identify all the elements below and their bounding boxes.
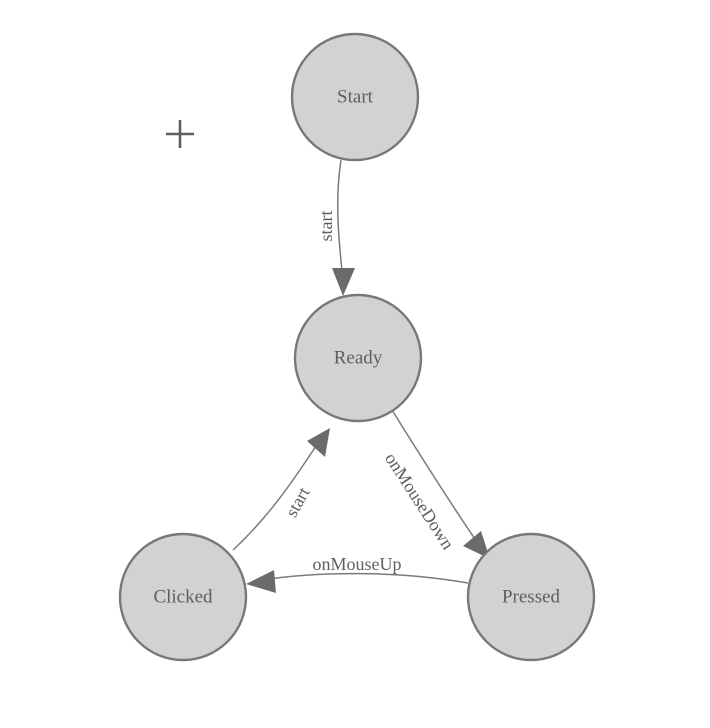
- node-pressed[interactable]: Pressed: [466, 532, 596, 662]
- node-circle-start[interactable]: [290, 32, 420, 162]
- node-label-ready: Ready: [334, 347, 383, 368]
- edge-start-to-ready[interactable]: [332, 159, 355, 296]
- arrowhead-start-to-ready: [332, 268, 355, 296]
- edge-label-ready-to-pressed: onMouseDown: [381, 449, 458, 553]
- edge-ready-to-pressed[interactable]: [391, 409, 490, 559]
- node-circle-clicked[interactable]: [118, 532, 248, 662]
- edge-label-start-to-ready: start: [316, 211, 336, 242]
- node-label-clicked: Clicked: [153, 586, 213, 607]
- edge-path-ready-to-pressed[interactable]: [391, 409, 480, 546]
- node-start[interactable]: Start: [290, 32, 420, 162]
- arrowhead-pressed-to-clicked: [246, 570, 276, 593]
- edge-pressed-to-clicked[interactable]: [246, 570, 469, 593]
- node-circle-ready[interactable]: [293, 293, 423, 423]
- crosshair-icon[interactable]: [166, 120, 194, 148]
- edge-path-pressed-to-clicked[interactable]: [261, 572, 469, 584]
- node-clicked[interactable]: Clicked: [118, 532, 248, 662]
- arrowhead-ready-to-pressed: [463, 531, 490, 559]
- edge-path-start-to-ready[interactable]: [336, 159, 344, 282]
- node-ready[interactable]: Ready: [293, 293, 423, 423]
- node-circle-pressed[interactable]: [466, 532, 596, 662]
- node-label-start: Start: [337, 86, 374, 107]
- arrowhead-clicked-to-ready: [307, 428, 330, 457]
- node-label-pressed: Pressed: [502, 586, 561, 607]
- edge-clicked-to-ready[interactable]: [232, 428, 330, 551]
- edge-label-pressed-to-clicked: onMouseUp: [313, 554, 402, 574]
- edge-path-clicked-to-ready[interactable]: [232, 442, 319, 551]
